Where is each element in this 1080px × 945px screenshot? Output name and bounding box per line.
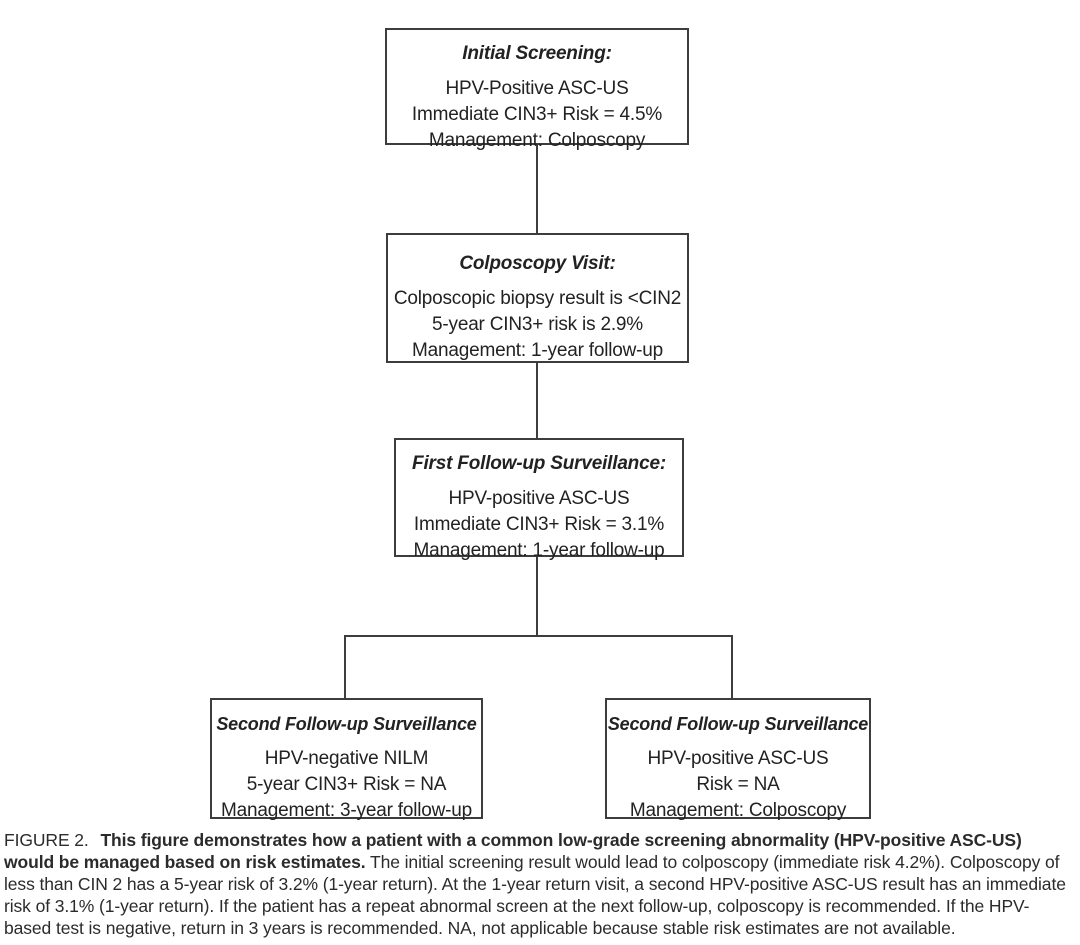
flow-box-second-followup-left: Second Follow-up Surveillance HPV-negati… xyxy=(210,698,483,821)
connector-line-horizontal xyxy=(344,635,733,637)
box-line: HPV-Positive ASC-US xyxy=(445,78,629,99)
box-line: HPV-positive ASC-US xyxy=(448,488,630,509)
box-title: Colposcopy Visit: xyxy=(459,253,616,274)
box-line: Management: 1-year follow-up xyxy=(413,540,665,561)
box-line: HPV-positive ASC-US xyxy=(647,748,829,769)
box-title: Initial Screening: xyxy=(462,43,612,64)
box-line: Management: 3-year follow-up xyxy=(220,800,473,821)
box-line: Colposcopic biopsy result is <CIN2 xyxy=(393,288,682,309)
flow-box-initial-screening: Initial Screening: HPV-Positive ASC-US I… xyxy=(385,28,689,151)
figure-caption-body: The initial screening result would lead … xyxy=(4,852,1066,938)
connector-line-vertical xyxy=(344,635,346,698)
box-title: First Follow-up Surveillance: xyxy=(412,453,666,474)
connector-line-vertical xyxy=(536,557,538,637)
box-line: Immediate CIN3+ Risk = 4.5% xyxy=(411,104,663,125)
box-line: Management: Colposcopy xyxy=(629,800,847,821)
box-line: Management: 1-year follow-up xyxy=(411,340,664,361)
box-line: 5-year CIN3+ risk is 2.9% xyxy=(432,314,643,335)
flow-box-first-followup-surveillance: First Follow-up Surveillance: HPV-positi… xyxy=(394,438,684,561)
connector-line-vertical xyxy=(536,145,538,233)
flow-box-colposcopy-visit: Colposcopy Visit: Colposcopic biopsy res… xyxy=(386,233,689,363)
box-line: Risk = NA xyxy=(696,774,780,795)
box-title: Second Follow-up Surveillance xyxy=(607,714,869,734)
figure-caption: FIGURE 2. This figure demonstrates how a… xyxy=(4,829,1076,939)
box-line: Immediate CIN3+ Risk = 3.1% xyxy=(413,514,665,535)
box-line: Management: Colposcopy xyxy=(428,130,646,151)
box-line: 5-year CIN3+ Risk = NA xyxy=(246,774,447,795)
connector-line-vertical xyxy=(536,363,538,438)
connector-line-vertical xyxy=(731,635,733,698)
flow-box-second-followup-right: Second Follow-up Surveillance HPV-positi… xyxy=(605,698,871,821)
figure-label: FIGURE 2. xyxy=(4,830,89,850)
box-title: Second Follow-up Surveillance xyxy=(216,714,477,734)
figure-caption-bold-lead: This figure demonstrates how a patient w… xyxy=(4,830,1022,872)
box-line: HPV-negative NILM xyxy=(264,748,429,769)
